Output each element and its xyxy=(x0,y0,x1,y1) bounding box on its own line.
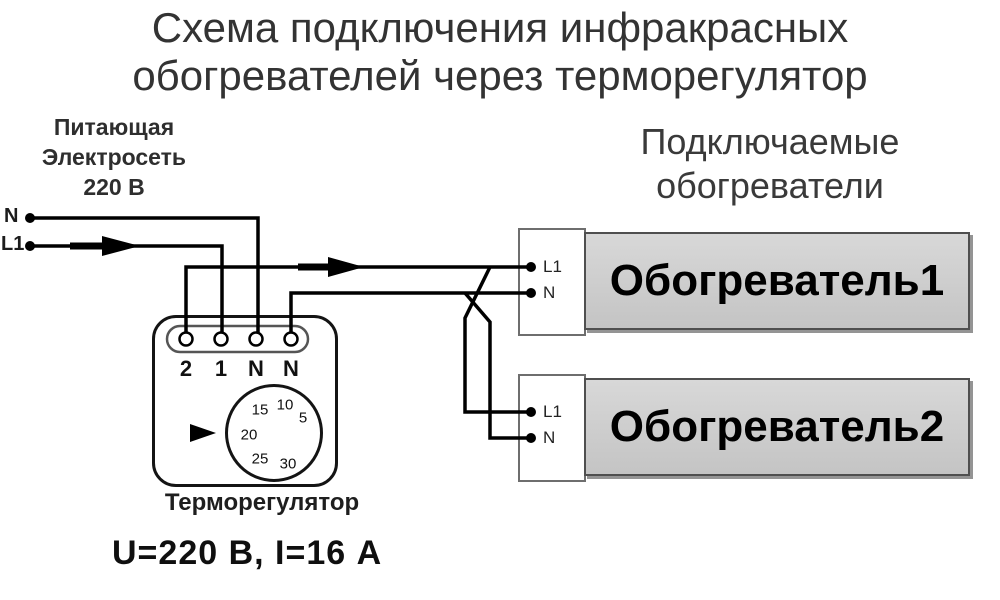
dial-value-15: 15 xyxy=(251,401,269,419)
dial-value-20: 20 xyxy=(240,426,258,444)
junction-mains-n xyxy=(25,213,35,223)
mains-terminal-l1-label: L1 xyxy=(1,233,25,255)
dial-value-5: 5 xyxy=(298,409,308,427)
heater2-terminal-l1-label: L1 xyxy=(543,402,562,421)
mains-flow-arrow-icon xyxy=(70,236,140,256)
thermostat-dial: 15 10 5 20 25 30 xyxy=(225,384,323,482)
heater1-name: Обогреватель1 xyxy=(609,256,945,305)
dial-value-30: 30 xyxy=(279,455,297,473)
junction-mains-l1 xyxy=(25,241,35,251)
heater1-block: Обогреватель1 xyxy=(584,232,970,330)
thermostat-caption: Терморегулятор xyxy=(164,489,360,516)
thermostat-terminal-2-label: 2 xyxy=(179,356,193,381)
heater2-name: Обогреватель2 xyxy=(609,402,945,451)
thermostat-terminal-n2-label: N xyxy=(283,356,299,381)
dial-value-10: 10 xyxy=(276,396,294,414)
bus-flow-arrow-icon xyxy=(298,257,364,277)
heaters-header: Подключаемые обогреватели xyxy=(555,120,985,208)
diagram-title-line2: обогревателей через терморегулятор xyxy=(132,52,868,99)
heater1-terminal-box xyxy=(518,228,586,336)
heaters-header-line1: Подключаемые xyxy=(640,121,900,162)
heater1-terminal-l1-label: L1 xyxy=(543,257,562,276)
mains-label-line1: Питающая xyxy=(53,114,175,140)
thermostat-terminal-n1-label: N xyxy=(248,356,264,381)
diagram-title-line1: Схема подключения инфракрасных xyxy=(151,4,849,51)
mains-label-line3: 220 В xyxy=(83,174,145,200)
mains-terminal-n-label: N xyxy=(4,205,19,227)
heater2-terminal-n-label: N xyxy=(543,428,556,447)
heater2-block: Обогреватель2 xyxy=(584,378,970,476)
dial-value-25: 25 xyxy=(251,450,269,468)
heaters-header-line2: обогреватели xyxy=(656,165,884,206)
mains-label-line2: Электросеть xyxy=(41,144,187,170)
heater1-terminal-n-label: N xyxy=(543,283,556,302)
mains-label: Питающая Электросеть 220 В xyxy=(15,112,213,202)
thermostat-terminal-1-label: 1 xyxy=(214,356,228,381)
rating-text: U=220 В, I=16 А xyxy=(112,534,383,572)
